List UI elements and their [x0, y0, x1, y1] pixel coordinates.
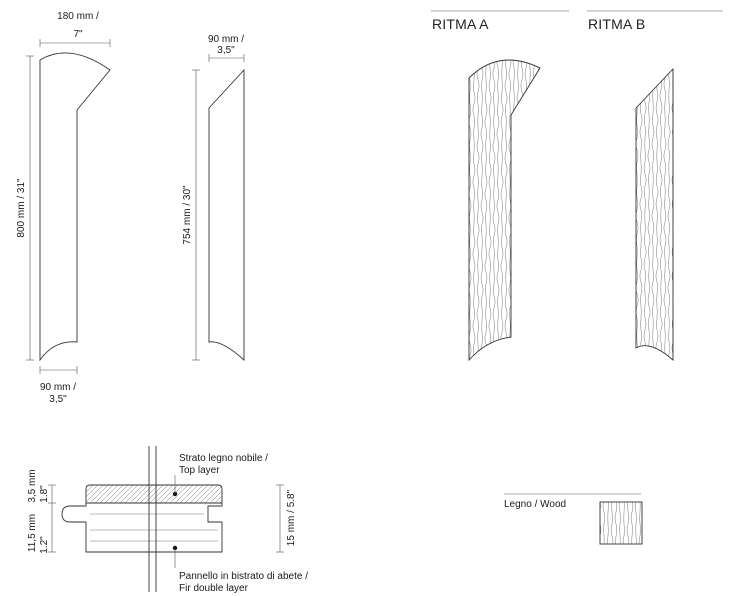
fir-layer-en-label: Fir double layer: [179, 583, 249, 594]
dim-top-layer-label: 3,5 mm: [27, 469, 38, 502]
legend-wood-label: Legno / Wood: [504, 499, 566, 510]
door-b-height-label: 754 mm / 30": [182, 185, 193, 245]
top-layer-en-label: Top layer: [179, 465, 220, 476]
ritma-a-wood-render: [468, 59, 541, 362]
dim-top-layer-inch-label: 1.8": [39, 485, 50, 503]
door-b-top-width-label: 90 mm /: [208, 34, 244, 45]
door-a-bottom-width-dimension: 90 mm / 3,5": [39, 366, 78, 405]
door-a-outline: [39, 52, 111, 362]
dim-body-inch-label: 1.2": [39, 536, 50, 554]
door-a-top-width-inch-label: 7": [73, 29, 83, 40]
material-legend: Legno / Wood: [504, 493, 643, 545]
wood-swatch: [599, 501, 643, 545]
fir-layer-label: Pannello in bistrato di abete /: [179, 571, 308, 582]
door-a-bottom-width-inch-label: 3,5": [49, 394, 67, 405]
door-a-bottom-width-label: 90 mm /: [40, 382, 76, 393]
door-b-top-width-dimension: 90 mm / 3,5": [208, 34, 245, 62]
ritma-a-title: RITMA A: [432, 16, 489, 32]
section-right-dimension: 15 mm / 5.8": [276, 484, 297, 553]
door-a-height-dimension: 800 mm / 31": [16, 55, 34, 361]
door-a-top-width-label: 180 mm /: [57, 11, 99, 22]
dim-total-label: 15 mm / 5.8": [286, 489, 297, 546]
top-layer-label: Strato legno nobile /: [179, 453, 268, 464]
ritma-b-wood-render: [635, 67, 674, 361]
door-b-outline: [208, 68, 245, 362]
panel-cross-section: [61, 446, 223, 592]
door-a-height-label: 800 mm / 31": [16, 178, 27, 238]
door-a-top-width-dimension: 180 mm / 7": [39, 11, 111, 47]
section-left-dimensions: 3,5 mm 1.8" 11,5 mm 1.2": [27, 469, 56, 554]
ritma-b-title: RITMA B: [588, 16, 645, 32]
door-b-height-dimension: 754 mm / 30": [182, 69, 200, 361]
dim-body-label: 11,5 mm: [27, 514, 38, 552]
door-b-top-width-inch-label: 3,5": [217, 45, 235, 56]
